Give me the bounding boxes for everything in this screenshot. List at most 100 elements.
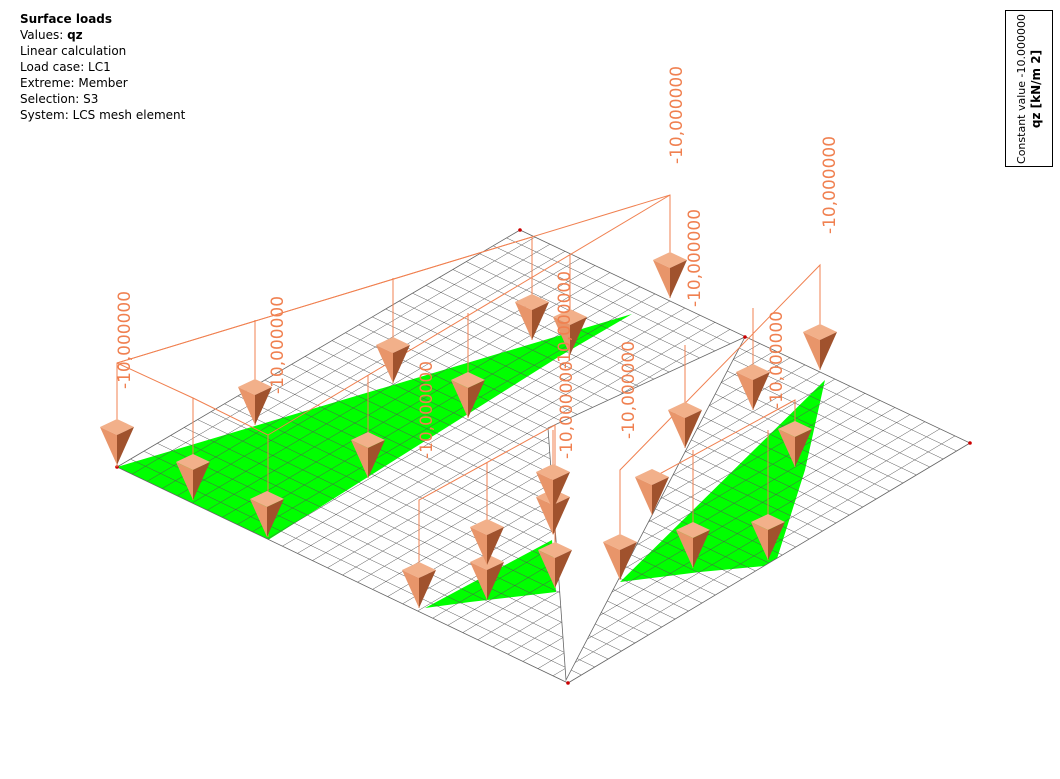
info-load-case: Load case: LC1 bbox=[20, 60, 111, 74]
mesh-line bbox=[252, 293, 656, 533]
pyramid-face bbox=[778, 429, 795, 467]
load-pyramid-icon bbox=[536, 464, 570, 510]
mesh-line bbox=[282, 307, 686, 547]
mesh-line bbox=[131, 236, 536, 475]
pyramid-face bbox=[570, 317, 587, 355]
load-pyramid-icon bbox=[778, 421, 812, 467]
pyramid-face bbox=[553, 472, 570, 510]
info-system: System: LCS mesh element bbox=[20, 108, 186, 122]
load-value-label: -10,000000 bbox=[820, 136, 840, 234]
load-pyramid-icon bbox=[100, 419, 134, 465]
load-outline bbox=[267, 194, 671, 436]
mesh-line bbox=[177, 258, 581, 497]
info-calculation: Linear calculation bbox=[20, 44, 127, 58]
node-point bbox=[968, 441, 972, 445]
pyramid-face bbox=[238, 387, 255, 425]
info-values-quantity: qz bbox=[67, 28, 83, 42]
pyramid-face bbox=[820, 332, 837, 370]
load-pyramid-icon bbox=[803, 324, 837, 370]
load-value-label: -10,000000 bbox=[557, 361, 577, 459]
mesh-line bbox=[522, 421, 926, 662]
load-pyramid-icon bbox=[538, 542, 572, 588]
pyramid-face bbox=[635, 477, 652, 515]
node-point bbox=[518, 228, 522, 232]
load-pyramid-icon bbox=[451, 372, 485, 418]
slab-mesh bbox=[117, 230, 970, 683]
mesh-line bbox=[161, 251, 566, 489]
load-outline bbox=[116, 236, 533, 364]
loaded-area bbox=[117, 314, 632, 540]
load-value-label: -10,000000 bbox=[555, 271, 575, 369]
node-point bbox=[743, 335, 747, 339]
info-values-prefix: Values: bbox=[20, 28, 68, 42]
info-title: Surface loads bbox=[20, 12, 113, 26]
pyramid-face bbox=[803, 332, 820, 370]
pyramid-face bbox=[100, 427, 117, 465]
legend-box: Constant value -10.000000 qz [kN/m 2] bbox=[1005, 10, 1053, 167]
pyramid-face bbox=[736, 372, 753, 410]
load-pyramid-icon bbox=[238, 379, 272, 425]
pyramid-face bbox=[470, 527, 487, 565]
pyramid-face bbox=[351, 440, 368, 478]
pyramid-face bbox=[536, 472, 553, 510]
mesh-line bbox=[297, 314, 701, 554]
pyramid-face bbox=[402, 570, 419, 608]
pyramid-face bbox=[751, 522, 768, 560]
pyramid-face bbox=[693, 530, 710, 568]
load-pyramid-icon bbox=[603, 534, 637, 580]
load-value-label: -10,000000 bbox=[417, 361, 437, 459]
pyramid-face bbox=[603, 542, 620, 580]
info-extreme: Extreme: Member bbox=[20, 76, 128, 90]
load-pyramid-icon bbox=[515, 294, 549, 340]
pyramid-face bbox=[193, 462, 210, 500]
pyramid-face bbox=[795, 429, 812, 467]
pyramid-face bbox=[753, 372, 770, 410]
pyramid-face bbox=[676, 530, 693, 568]
mesh-line bbox=[312, 322, 716, 561]
pyramid-face bbox=[117, 427, 134, 465]
load-pyramid-icon bbox=[376, 337, 410, 383]
pyramid-face bbox=[368, 440, 385, 478]
pyramid-face bbox=[468, 380, 485, 418]
pyramid-face bbox=[470, 562, 487, 600]
result-info-panel: Surface loads Values: qz Linear calculat… bbox=[20, 11, 185, 123]
pyramid-face bbox=[532, 302, 549, 340]
pyramid-face bbox=[515, 302, 532, 340]
load-value-label: -10,000000 bbox=[268, 296, 288, 394]
pyramid-face bbox=[536, 497, 553, 535]
pyramid-face bbox=[685, 410, 702, 448]
load-value-label: -10,000000 bbox=[767, 311, 787, 409]
node-point bbox=[566, 681, 570, 685]
load-pyramid-icon bbox=[635, 469, 669, 515]
pyramid-face bbox=[538, 550, 555, 588]
pyramid-face bbox=[768, 522, 785, 560]
load-value-label: -10,000000 bbox=[619, 341, 639, 439]
load-value-label: -10,000000 bbox=[667, 66, 687, 164]
load-pyramid-icon bbox=[736, 364, 770, 410]
pyramid-face bbox=[668, 410, 685, 448]
load-pyramid-icon bbox=[176, 454, 210, 500]
load-value-label: -10,000000 bbox=[685, 209, 705, 307]
pyramid-face bbox=[670, 260, 687, 298]
pyramid-face bbox=[255, 387, 272, 425]
pyramid-face bbox=[652, 477, 669, 515]
load-pyramid-icon bbox=[553, 309, 587, 355]
pyramid-face bbox=[250, 499, 267, 537]
load-outline bbox=[619, 263, 821, 580]
pyramid-face bbox=[376, 345, 393, 383]
info-selection: Selection: S3 bbox=[20, 92, 99, 106]
load-pyramid-icon bbox=[751, 514, 785, 560]
load-pyramid-icon bbox=[250, 491, 284, 537]
pyramid-face bbox=[487, 527, 504, 565]
pyramid-face bbox=[451, 380, 468, 418]
pyramid-face bbox=[419, 570, 436, 608]
mesh-line bbox=[477, 400, 881, 641]
load-pyramid-icon bbox=[402, 562, 436, 608]
pyramid-face bbox=[555, 550, 572, 588]
load-pyramid-icon bbox=[351, 432, 385, 478]
pyramid-face bbox=[176, 462, 193, 500]
mesh-line bbox=[537, 428, 941, 669]
pyramid-face bbox=[487, 562, 504, 600]
pyramid-face bbox=[553, 497, 570, 535]
